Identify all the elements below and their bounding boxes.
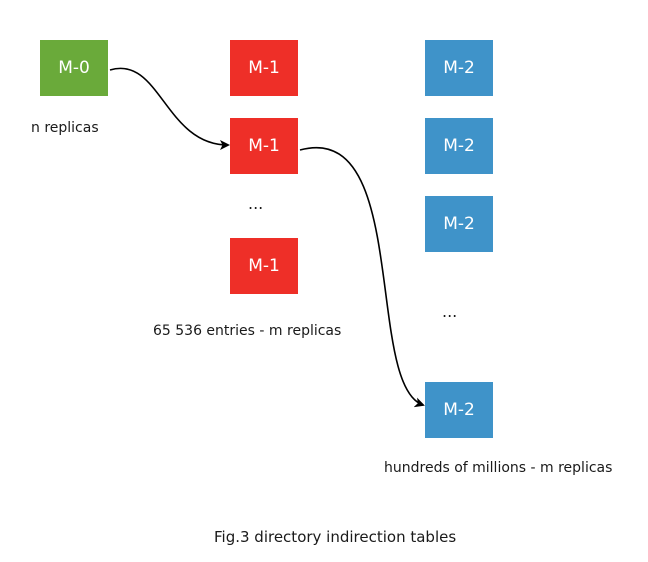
m2-box-1: M-2: [425, 40, 493, 96]
figure-caption: Fig.3 directory indirection tables: [214, 528, 457, 546]
m1-box-last-label: M-1: [248, 256, 280, 276]
m1-box-target-label: M-1: [248, 136, 280, 156]
m2-box-2: M-2: [425, 118, 493, 174]
arrow-m1-to-m2: [299, 146, 425, 408]
m0-box: M-0: [40, 40, 108, 96]
m1-box-last: M-1: [230, 238, 298, 294]
m1-note: 65 536 entries - m replicas: [153, 323, 342, 339]
m2-box-3: M-2: [425, 196, 493, 252]
m2-box-target: M-2: [425, 382, 493, 438]
m2-box-3-label: M-2: [443, 214, 475, 234]
m2-box-2-label: M-2: [443, 136, 475, 156]
m1-box-target: M-1: [230, 118, 298, 174]
m2-note: hundreds of millions - m replicas: [384, 460, 613, 476]
m1-box-top-label: M-1: [248, 58, 280, 78]
arrow-m0-to-m1: [109, 67, 230, 150]
m0-note: n replicas: [31, 120, 99, 136]
m0-box-label: M-0: [58, 58, 90, 78]
m2-ellipsis: ...: [442, 302, 458, 321]
m1-ellipsis: ...: [248, 194, 264, 213]
m1-box-top: M-1: [230, 40, 298, 96]
m2-box-1-label: M-2: [443, 58, 475, 78]
m2-box-target-label: M-2: [443, 400, 475, 420]
